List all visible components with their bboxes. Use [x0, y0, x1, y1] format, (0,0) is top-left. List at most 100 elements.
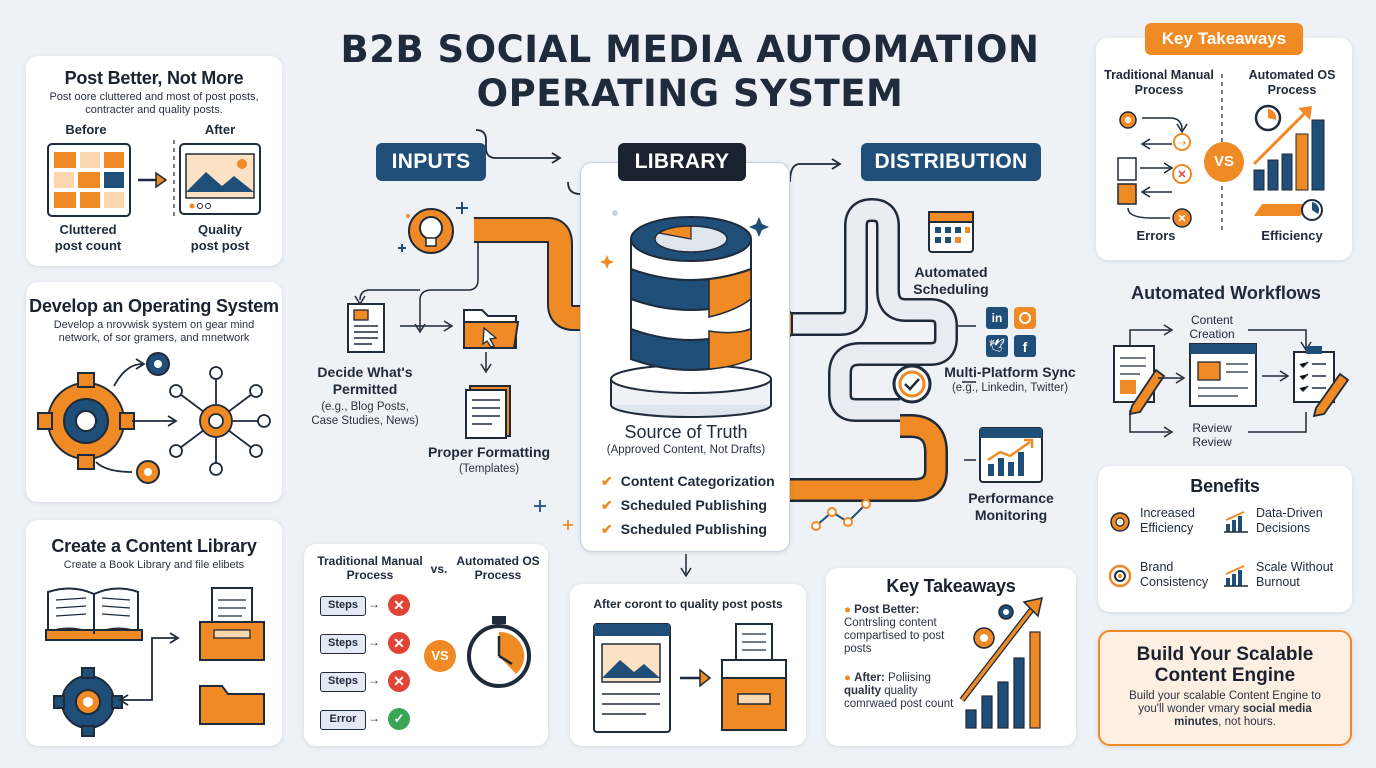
- content-library-card: Create a Content Library Create a Book L…: [26, 520, 282, 746]
- red-x-icon: ✕: [388, 632, 410, 654]
- svg-text:✕: ✕: [1177, 169, 1186, 181]
- check-icon: ✔: [601, 497, 613, 513]
- benefits-card: Benefits Increased Efficiency Data-Drive…: [1098, 466, 1352, 612]
- library-label: LIBRARY: [618, 143, 746, 181]
- check-label: Content Categorization: [620, 473, 775, 489]
- post-to-archive-illustration: [593, 623, 787, 733]
- manual-vs-os-illustration: ⇢ ✕ ✕: [1117, 74, 1325, 234]
- format-sub: (Templates): [458, 463, 520, 475]
- takeaway-text: Poliising: [888, 672, 931, 684]
- cta-desc-bold: social media minutes: [1174, 703, 1312, 728]
- gear-icon: [1110, 512, 1130, 532]
- benefit-item: Data-Driven Decisions: [1224, 506, 1350, 538]
- benefit-item: Scale Without Burnout: [1224, 560, 1350, 592]
- gear-network-illustration: [37, 352, 271, 484]
- vs-badge: VS: [424, 640, 456, 672]
- errors-label: Errors: [1136, 228, 1176, 243]
- calendar-icon: [928, 211, 974, 253]
- template-icon: [465, 385, 511, 439]
- inputs-label: INPUTS: [376, 143, 486, 181]
- takeaway-list: ● Post Better: Contrsling content compar…: [844, 604, 964, 711]
- check-item: ✔ Scheduled Publishing: [601, 493, 781, 517]
- title-line-1: B2B SOCIAL MEDIA AUTOMATION: [340, 28, 1040, 71]
- decide-sub: (e.g., Blog Posts, Case Studies, News): [311, 401, 419, 427]
- check-icon: ✔: [601, 521, 613, 537]
- takeaway-bold: Post Better:: [854, 604, 920, 616]
- post-better-card: Post Better, Not More Post oore cluttere…: [26, 56, 282, 266]
- red-x-icon: ✕: [388, 594, 410, 616]
- before-label: Before: [65, 122, 107, 137]
- svg-text:✕: ✕: [1177, 213, 1186, 225]
- title-line-2: OPERATING SYSTEM: [476, 72, 904, 115]
- benefit-item: Brand Consistency: [1108, 560, 1228, 592]
- facebook-icon: f: [1014, 335, 1036, 357]
- flow-connectors: [354, 129, 976, 578]
- instagram-icon: [1014, 307, 1036, 329]
- workflow-illustration: [1113, 324, 1350, 438]
- post-better-heading: Post Better, Not More: [64, 68, 244, 88]
- cta-desc-end: , not hours.: [1218, 716, 1276, 728]
- stopwatch-icon: [467, 616, 531, 688]
- lightbulb-icon: [398, 202, 468, 254]
- operating-system-card: Develop an Operating System Develop a nr…: [26, 282, 282, 502]
- bar-chart-icon: [1224, 511, 1248, 533]
- bar-chart-icon: [1224, 565, 1248, 587]
- check-item: ✔ Content Categorization: [601, 469, 781, 493]
- compare-automated: Automated OS Process: [456, 554, 540, 582]
- content-library-desc: Create a Book Library and file elibets: [63, 559, 245, 571]
- efficiency-label: Efficiency: [1261, 228, 1323, 243]
- takeaway-bold: After:: [854, 672, 885, 684]
- page-title: B2B SOCIAL MEDIA AUTOMATION OPERATING SY…: [300, 28, 1080, 116]
- error-box: Error: [320, 710, 366, 730]
- takeaway-text: Contrsling content compartised to post p…: [844, 617, 945, 655]
- check-icon: ✔: [601, 473, 613, 489]
- workflows-heading: Automated Workflows: [1131, 283, 1321, 303]
- step-box: Steps: [320, 672, 366, 692]
- monitoring-chart-icon: [979, 427, 1043, 483]
- benefit-label: Data-Driven Decisions: [1256, 506, 1323, 535]
- compare-traditional: Traditional Manual Process: [317, 554, 423, 582]
- takeaway-item: ● Post Better: Contrsling content compar…: [844, 604, 945, 655]
- cta-desc-text: Build your scalable Content Engine to yo…: [1129, 690, 1321, 715]
- format-title: Proper Formatting: [427, 444, 551, 460]
- check-label: Scheduled Publishing: [620, 521, 767, 537]
- step-box: Steps: [320, 596, 366, 616]
- compare-vs-word: vs.: [430, 562, 448, 576]
- vs-circle: VS: [1204, 142, 1244, 182]
- step-box: Steps: [320, 634, 366, 654]
- red-x-icon: ✕: [388, 670, 410, 692]
- database-icon: [600, 210, 772, 418]
- step-row: Steps → ✕: [320, 594, 420, 618]
- decide-title: Decide What's Permitted: [317, 364, 413, 397]
- automated-label: Automated OS Process: [1248, 68, 1336, 97]
- operating-system-desc: Develop a nrovwisk system on gear mind n…: [53, 319, 255, 344]
- key-takeaways-bottom-heading: Key Takeaways: [886, 576, 1016, 596]
- step-row: Steps → ✕: [320, 632, 420, 656]
- sparkle-icons: [534, 500, 573, 530]
- after-card: After coront to quality post posts: [570, 584, 806, 746]
- after-card-heading: After coront to quality post posts: [593, 597, 783, 611]
- library-card: Source of Truth (Approved Content, Not D…: [580, 162, 790, 552]
- target-icon: [1108, 564, 1132, 588]
- cta-card[interactable]: Build Your Scalable Content Engine Build…: [1098, 630, 1352, 746]
- sync-sub: (e.g., Linkedin, Twitter): [951, 382, 1069, 394]
- quality-caption: Quality post post: [190, 222, 250, 253]
- takeaway-bold: quality: [844, 685, 882, 697]
- after-label: After: [204, 122, 236, 137]
- key-takeaways-badge: Key Takeaways: [1145, 23, 1303, 55]
- key-takeaways-bottom-card: Key Takeaways ● Post Better: Contrsling …: [826, 568, 1076, 746]
- sync-check-icon: [892, 364, 932, 404]
- linkedin-icon: in: [986, 307, 1008, 329]
- folder-icon: [463, 309, 520, 349]
- source-sub: (Approved Content, Not Drafts): [606, 444, 766, 456]
- green-check-icon: ✓: [388, 708, 410, 730]
- twitter-icon: 🕊: [986, 335, 1008, 357]
- source-title: Source of Truth: [624, 422, 748, 442]
- content-creation-label: Content Creation: [1189, 313, 1235, 341]
- check-label: Scheduled Publishing: [620, 497, 767, 513]
- svg-text:⇢: ⇢: [1178, 138, 1186, 149]
- cta-desc: Build your scalable Content Engine to yo…: [1116, 690, 1334, 729]
- operating-system-heading: Develop an Operating System: [29, 296, 279, 316]
- social-icons: in 🕊 f: [986, 307, 1038, 359]
- document-icon: [347, 303, 385, 353]
